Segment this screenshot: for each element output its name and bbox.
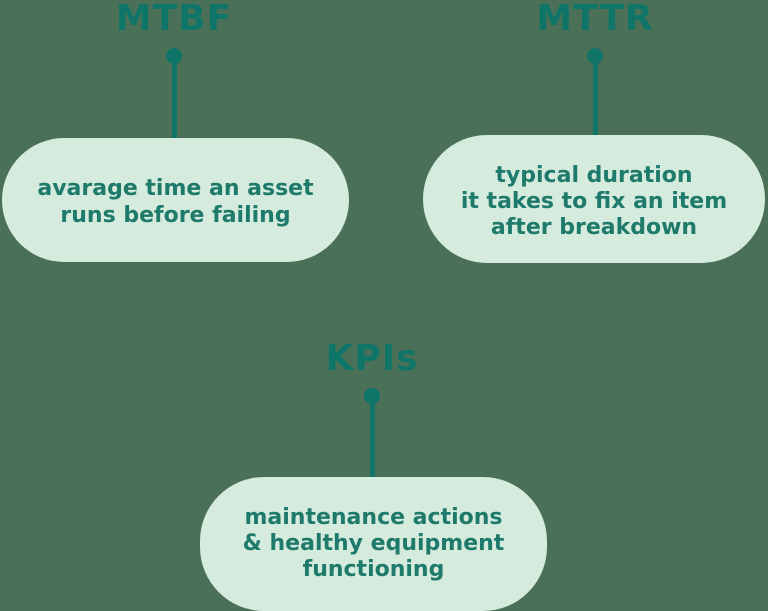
mttr-definition-line: typical duration	[495, 163, 693, 188]
mttr-definition-line: after breakdown	[490, 215, 698, 240]
mttr-connector-line	[593, 60, 598, 135]
mttr-definition-line: it takes to fix an item	[460, 189, 728, 214]
kpis-definition-line: & healthy equipment	[242, 531, 505, 556]
mtbf-definition-pill: avarage time an asset runs before failin…	[2, 138, 349, 262]
kpis-definition-line: maintenance actions	[244, 505, 503, 530]
mttr-connector-dot-icon	[587, 48, 603, 64]
kpis-connector-dot-icon	[364, 388, 380, 404]
kpis-definition-pill: maintenance actions & healthy equipment …	[200, 477, 547, 611]
kpis-connector-line	[370, 400, 375, 477]
mtbf-connector-dot-icon	[166, 48, 182, 64]
mtbf-definition-line: runs before failing	[60, 203, 291, 228]
kpis-definition-line: functioning	[302, 557, 445, 582]
mttr-title: MTTR	[536, 0, 654, 39]
kpis-title: KPIs	[325, 338, 419, 379]
mtbf-title: MTBF	[115, 0, 233, 39]
mtbf-definition-line: avarage time an asset	[37, 176, 314, 201]
mttr-definition-pill: typical duration it takes to fix an item…	[423, 135, 765, 263]
mtbf-connector-line	[172, 60, 177, 138]
